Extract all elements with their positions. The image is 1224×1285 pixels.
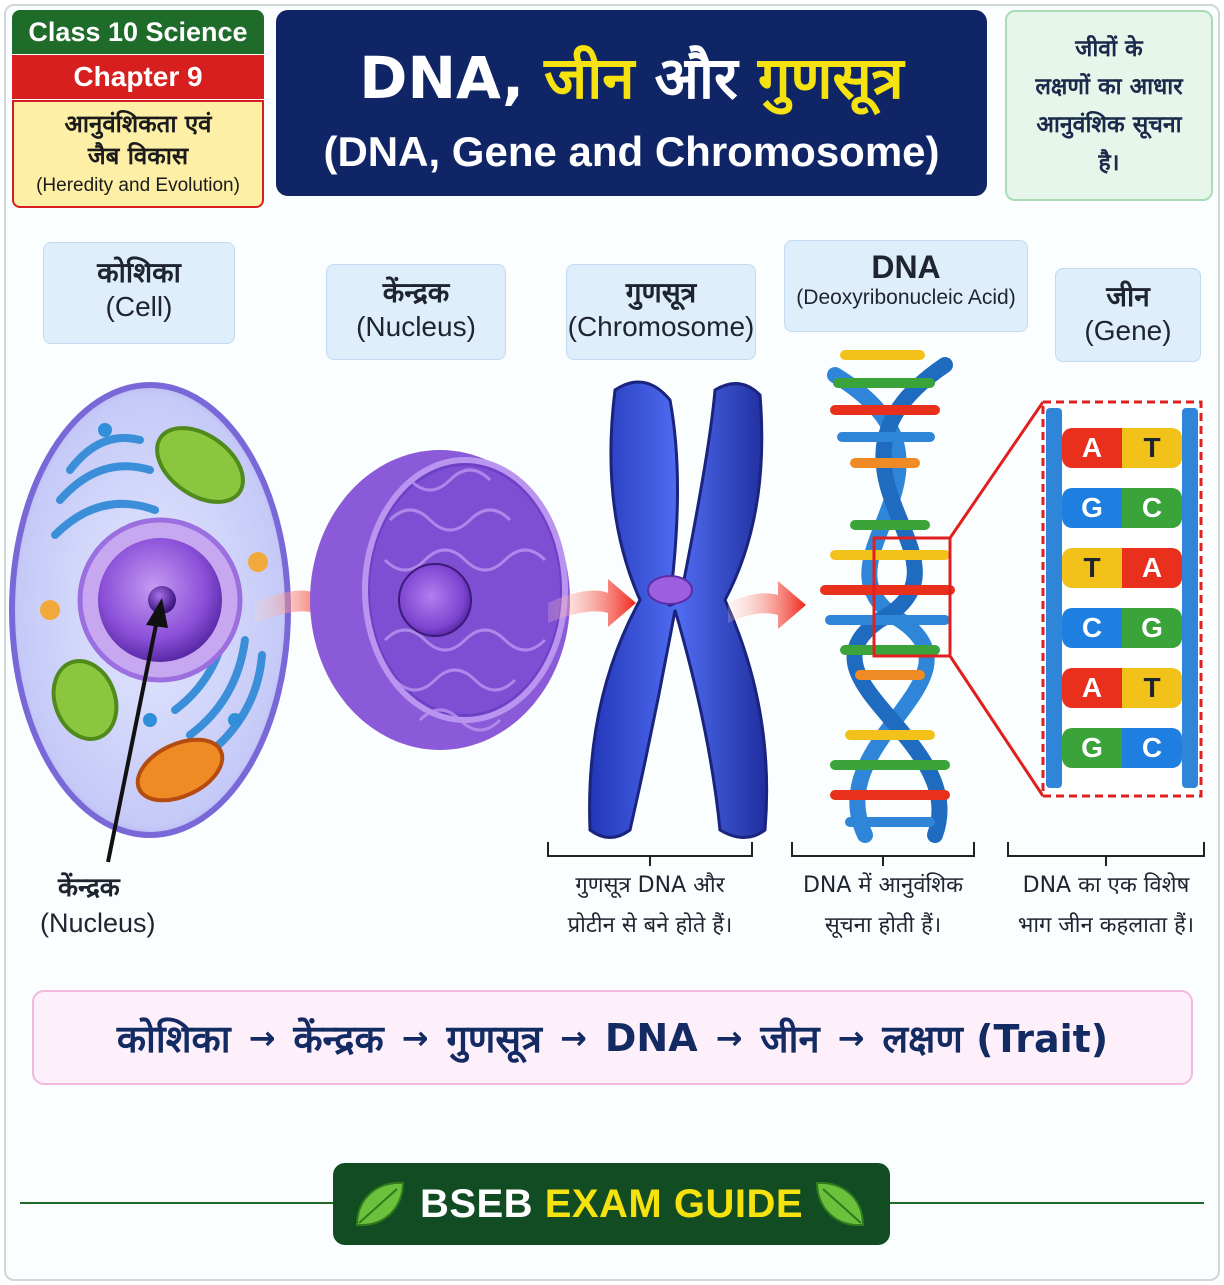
class-badge: Class 10 Science [12,10,264,54]
note-line4: है। [1098,150,1120,176]
base-pair-row: A T [1062,428,1182,468]
base-right: A [1122,548,1182,588]
chapter-title-hi-line1: आनुवंशिकता एवं [64,110,212,138]
footer-rule-right [890,1202,1204,1204]
flow-arrow: → [837,1018,865,1057]
flow-arrow: → [401,1018,429,1057]
title-part-dna: DNA, [359,44,545,112]
label-dna-hi: DNA [871,249,941,285]
label-gene-en: (Gene) [1084,315,1172,346]
flow-item-cell: कोशिका [116,1016,231,1061]
base-right: C [1122,728,1182,768]
caption-gene-line2: भाग जीन कहलाता हैं। [1017,913,1195,938]
flow-arrow: → [248,1018,276,1057]
caption-gene: DNA का एक विशेष भाग जीन कहलाता हैं। [996,866,1216,946]
flow-item-dna: DNA [604,1015,698,1060]
footer-title: BSEB EXAM GUIDE [420,1182,803,1227]
chapter-title-box: आनुवंशिकता एवं जैब विकास (Heredity and E… [12,100,264,208]
title-part-gene: जीन [544,44,635,112]
leaf-icon [355,1181,405,1227]
flow-item-nucleus: केंन्द्रक [293,1016,384,1061]
note-line2: लक्षणों का आधार [1035,74,1183,100]
base-right: C [1122,488,1182,528]
label-cell: कोशिका (Cell) [43,242,235,344]
base-left: T [1062,548,1122,588]
footer-part2: EXAM GUIDE [544,1181,804,1226]
label-dna-en: (Deoxyribonucleic Acid) [796,286,1016,309]
title-part-chromosome: गुणसूत्र [757,44,904,112]
chapter-title-en: (Heredity and Evolution) [36,175,240,196]
flow-summary: कोशिका → केंन्द्रक → गुणसूत्र → DNA → जी… [32,990,1193,1085]
caption-gene-line1: DNA का एक विशेष [1022,873,1190,898]
note-line3: आनुवंशिक सूचना [1036,112,1182,138]
base-pair-row: A T [1062,668,1182,708]
footer-part1: BSEB [419,1181,545,1226]
label-chromosome: गुणसूत्र (Chromosome) [566,264,756,360]
base-left: A [1062,668,1122,708]
dna-helix [820,350,1045,843]
label-cell-en: (Cell) [105,291,173,322]
base-pair-row: T A [1062,548,1182,588]
flow-item-gene: जीन [760,1016,820,1061]
caption-chromosome-line2: प्रोटीन से बने होते हैं। [567,913,733,938]
label-chromosome-hi: गुणसूत्र [625,276,697,309]
title-part-and: और [634,44,758,112]
leaf-icon [815,1181,865,1227]
footer-rule-left [20,1202,333,1204]
chapter-badge: Chapter 9 [12,55,264,99]
caption-dna-line1: DNA में आनुवंशिक [802,873,964,898]
caption-dna: DNA में आनुवंशिक सूचना होती हैं। [776,866,990,946]
label-nucleus: केंन्द्रक (Nucleus) [326,264,506,360]
chapter-title-hi-line2: जैब विकास [87,142,189,170]
caption-chromosome: गुणसूत्र DNA और प्रोटीन से बने होते हैं। [530,866,770,946]
label-nucleus-en: (Nucleus) [356,311,476,342]
base-right: T [1122,668,1182,708]
chromosome-shape [588,380,769,839]
base-left: G [1062,488,1122,528]
flow-item-chromosome: गुणसूत्र [446,1016,543,1061]
base-pair-row: G C [1062,728,1182,768]
base-pair-row: C G [1062,608,1182,648]
cell-nucleus-label-en: (Nucleus) [40,908,156,938]
label-cell-hi: कोशिका [97,256,181,289]
main-subtitle: (DNA, Gene and Chromosome) [323,128,940,175]
base-pair-row: G C [1062,488,1182,528]
base-left: A [1062,428,1122,468]
label-dna: DNA (Deoxyribonucleic Acid) [784,240,1028,332]
flow-arrow: → [560,1018,587,1057]
caption-dna-line2: सूचना होती हैं। [824,913,942,938]
main-title: DNA, जीन और गुणसूत्र [276,36,987,115]
footer-banner: BSEB EXAM GUIDE [333,1163,890,1245]
label-nucleus-hi: केंन्द्रक [382,276,450,309]
cell-nucleus-label-hi: केंन्द्रक [58,873,120,903]
flow-item-trait: लक्षण (Trait) [882,1016,1109,1061]
base-left: G [1062,728,1122,768]
base-right: G [1122,608,1182,648]
base-right: T [1122,428,1182,468]
label-gene: जीन (Gene) [1055,268,1201,362]
title-banner: DNA, जीन और गुणसूत्र (DNA, Gene and Chro… [276,10,987,196]
label-chromosome-en: (Chromosome) [567,311,755,342]
note-line1: जीवों के [1075,36,1143,62]
base-left: C [1062,608,1122,648]
info-note: जीवों के लक्षणों का आधार आनुवंशिक सूचना … [1005,10,1213,201]
caption-chromosome-line1: गुणसूत्र DNA और [575,873,725,898]
label-gene-hi: जीन [1106,280,1150,313]
flow-arrow: → [715,1018,743,1057]
